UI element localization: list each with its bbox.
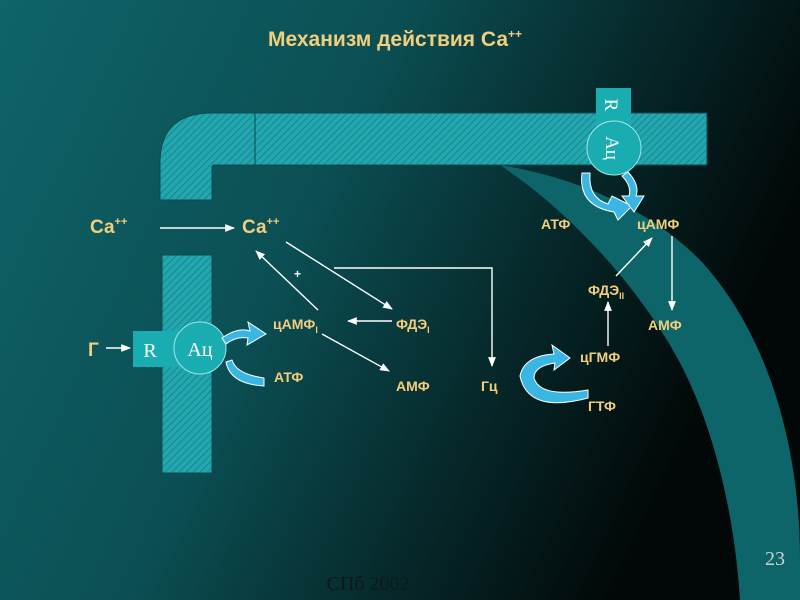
teal-swoosh	[500, 165, 800, 600]
atp-curved-arrow	[225, 359, 265, 387]
footer-text: СПб 2002	[327, 573, 410, 595]
camp-right-label: цАМФ	[637, 216, 679, 232]
plus-sign: +	[294, 267, 301, 281]
gc-label: Гц	[481, 378, 498, 394]
ca-extracellular-label: Са++	[90, 216, 127, 238]
ca-intracellular-label: Са++	[242, 216, 279, 238]
receptor-left-label: R	[143, 340, 157, 362]
slide-title: Механизм действия Са++	[268, 27, 522, 51]
camp-to-amp-arrow	[321, 333, 390, 372]
pde-ii-label: ФДЭII	[588, 282, 624, 301]
adenylate-cyclase-left-label: Ац	[187, 339, 212, 361]
receptor-right-label: R	[600, 99, 621, 112]
adenylate-cyclase-left	[173, 321, 227, 375]
ca-to-gc-arrow	[334, 267, 496, 367]
atp-right-label: АТФ	[541, 216, 570, 232]
gtp-cgmp-curved-arrow	[519, 343, 589, 404]
cgmp-label: цГМФ	[580, 349, 620, 365]
gtp-label: ГТФ	[588, 398, 616, 414]
ca-to-pde-arrow	[285, 241, 393, 310]
adenylate-cyclase-right-label: Ац	[601, 136, 622, 160]
camp-curved-arrow-head	[621, 171, 645, 213]
receptor-left	[133, 331, 181, 367]
pde-ii-to-camp-arrow	[615, 237, 653, 277]
slide-number: 23	[765, 548, 785, 570]
camp-i-label: цАМФI	[273, 316, 318, 335]
atp-to-camp-curved-arrow	[581, 172, 633, 221]
adenylate-cyclase-right	[586, 120, 642, 176]
atp-left-label: АТФ	[274, 369, 303, 385]
amp-left-label: АМФ	[396, 378, 430, 394]
ac-to-camp-curved-arrow	[221, 320, 267, 346]
pde-i-label: ФДЭI	[396, 316, 430, 335]
hormone-label: Г	[88, 340, 99, 361]
camp-to-ca-arrow	[255, 250, 319, 311]
amp-right-label: АМФ	[648, 317, 682, 333]
